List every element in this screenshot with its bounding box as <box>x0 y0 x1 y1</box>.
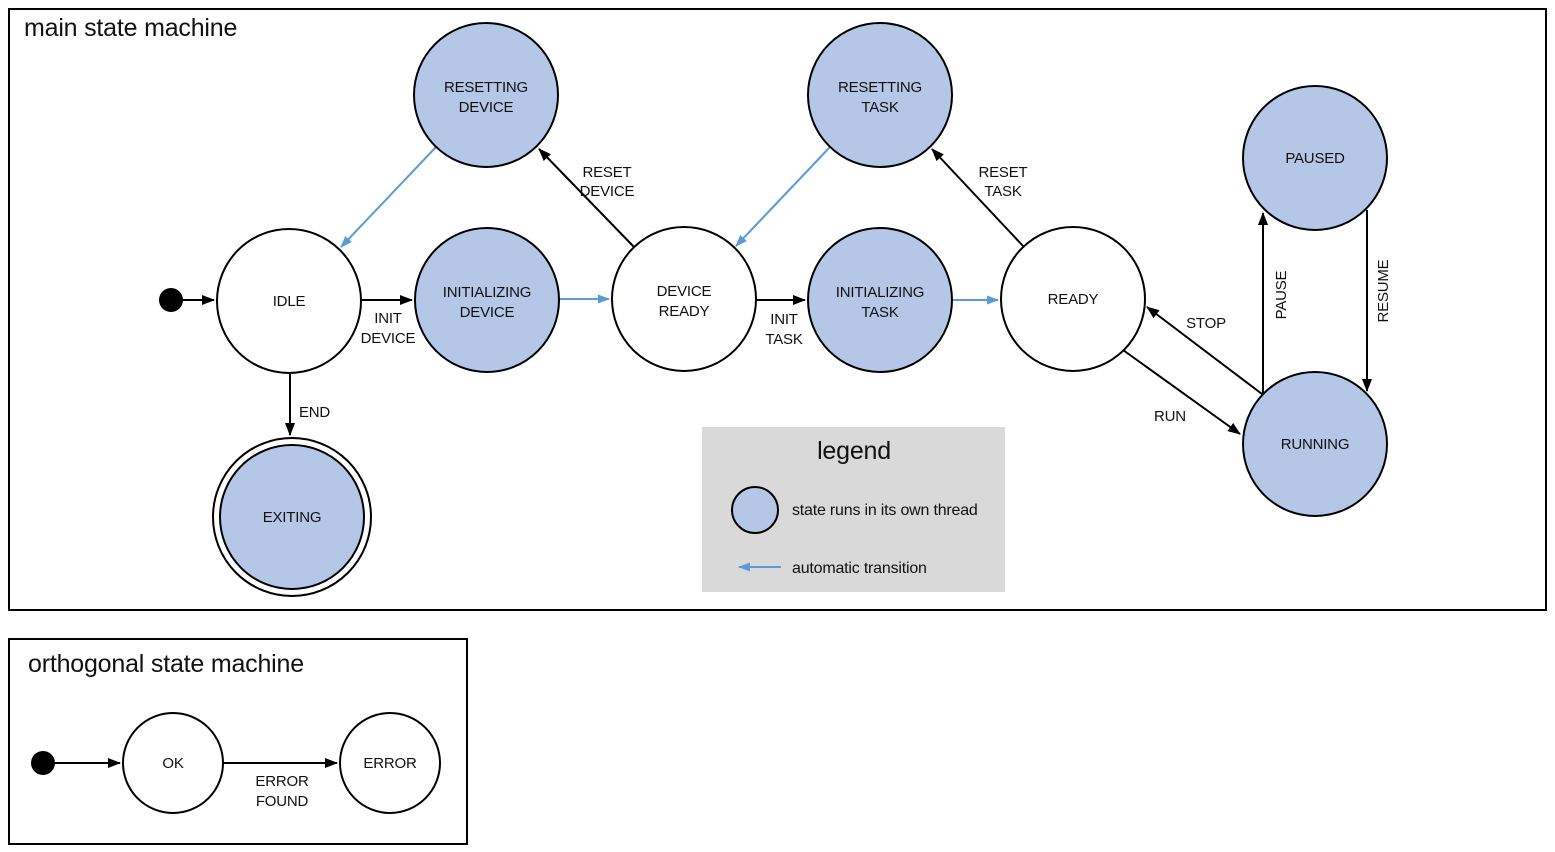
orthogonal-state-machine-frame <box>8 638 468 845</box>
state-paused: PAUSED <box>1242 85 1388 231</box>
svg-text:TASK: TASK <box>984 183 1021 200</box>
svg-text:DEVICE: DEVICE <box>580 183 635 200</box>
legend-title: legend <box>817 437 891 465</box>
svg-text:DEVICE: DEVICE <box>460 304 515 321</box>
svg-text:RESETTING: RESETTING <box>838 79 922 96</box>
transition-reset-device-label: RESET DEVICE <box>580 164 635 200</box>
svg-text:TASK: TASK <box>861 99 898 116</box>
legend-threaded-state-icon <box>731 486 779 534</box>
main-state-machine-frame <box>8 8 1547 611</box>
svg-text:RUNNING: RUNNING <box>1281 436 1350 453</box>
main-state-machine-title: main state machine <box>24 14 237 42</box>
state-ready: READY <box>1000 226 1146 372</box>
transition-init-device-label: INIT DEVICE <box>361 310 416 347</box>
auto-transition-resetting-task-to-device-ready-arrow <box>735 146 831 247</box>
svg-text:TASK: TASK <box>765 331 802 348</box>
transition-reset-device-arrow <box>538 148 635 248</box>
svg-text:DEVICE: DEVICE <box>361 330 416 347</box>
transition-stop-label: STOP <box>1186 315 1226 332</box>
state-initializing-device: INITIALIZING DEVICE <box>414 227 560 373</box>
transition-error-found-label: ERROR FOUND <box>255 773 309 810</box>
svg-text:RESET: RESET <box>582 164 631 181</box>
transition-resume-label: RESUME <box>1375 259 1392 322</box>
svg-text:INIT: INIT <box>374 310 402 327</box>
state-initializing-task: INITIALIZING TASK <box>807 227 953 373</box>
auto-transition-resetting-device-to-idle-arrow <box>340 146 437 248</box>
svg-text:READY: READY <box>1048 291 1099 308</box>
svg-text:TASK: TASK <box>861 304 898 321</box>
state-idle: IDLE <box>216 228 362 374</box>
transition-reset-task-label: RESET TASK <box>978 164 1027 200</box>
state-ok: OK <box>122 712 224 814</box>
svg-text:INITIALIZING: INITIALIZING <box>443 284 531 301</box>
svg-text:DEVICE: DEVICE <box>459 99 514 116</box>
initial-state-dot-main <box>159 288 183 312</box>
svg-text:INIT: INIT <box>770 311 798 328</box>
svg-text:INITIALIZING: INITIALIZING <box>836 284 924 301</box>
svg-text:ERROR: ERROR <box>255 773 309 790</box>
transition-run-label: RUN <box>1154 408 1186 425</box>
transition-end-label: END <box>299 404 330 421</box>
transition-reset-task-arrow <box>931 148 1025 248</box>
state-error: ERROR <box>339 712 441 814</box>
svg-text:IDLE: IDLE <box>273 293 306 310</box>
state-resetting-task: RESETTING TASK <box>807 22 953 168</box>
legend-threaded-state-label: state runs in its own thread <box>792 502 978 519</box>
svg-text:RESET: RESET <box>978 164 1027 181</box>
transition-pause-label: PAUSE <box>1273 270 1290 319</box>
svg-text:FOUND: FOUND <box>256 793 309 810</box>
svg-text:DEVICE: DEVICE <box>657 283 712 300</box>
transition-init-task-label: INIT TASK <box>765 311 803 348</box>
legend-auto-transition-label: automatic transition <box>792 560 927 577</box>
legend-panel: legend state runs in its own thread auto… <box>702 427 1005 592</box>
svg-text:ERROR: ERROR <box>363 755 417 772</box>
state-running: RUNNING <box>1242 371 1388 517</box>
orthogonal-state-machine-title: orthogonal state machine <box>28 650 304 678</box>
svg-text:RESETTING: RESETTING <box>444 79 528 96</box>
svg-text:READY: READY <box>659 303 710 320</box>
svg-text:PAUSED: PAUSED <box>1285 150 1345 167</box>
transition-run-arrow <box>1122 349 1241 435</box>
svg-text:EXITING: EXITING <box>263 509 322 526</box>
state-resetting-device: RESETTING DEVICE <box>413 22 559 168</box>
state-exiting-final: EXITING <box>212 437 372 597</box>
state-device-ready: DEVICE READY <box>611 226 757 372</box>
transition-stop-arrow <box>1146 306 1263 395</box>
svg-text:OK: OK <box>162 755 183 772</box>
initial-state-dot-orthogonal <box>31 751 55 775</box>
